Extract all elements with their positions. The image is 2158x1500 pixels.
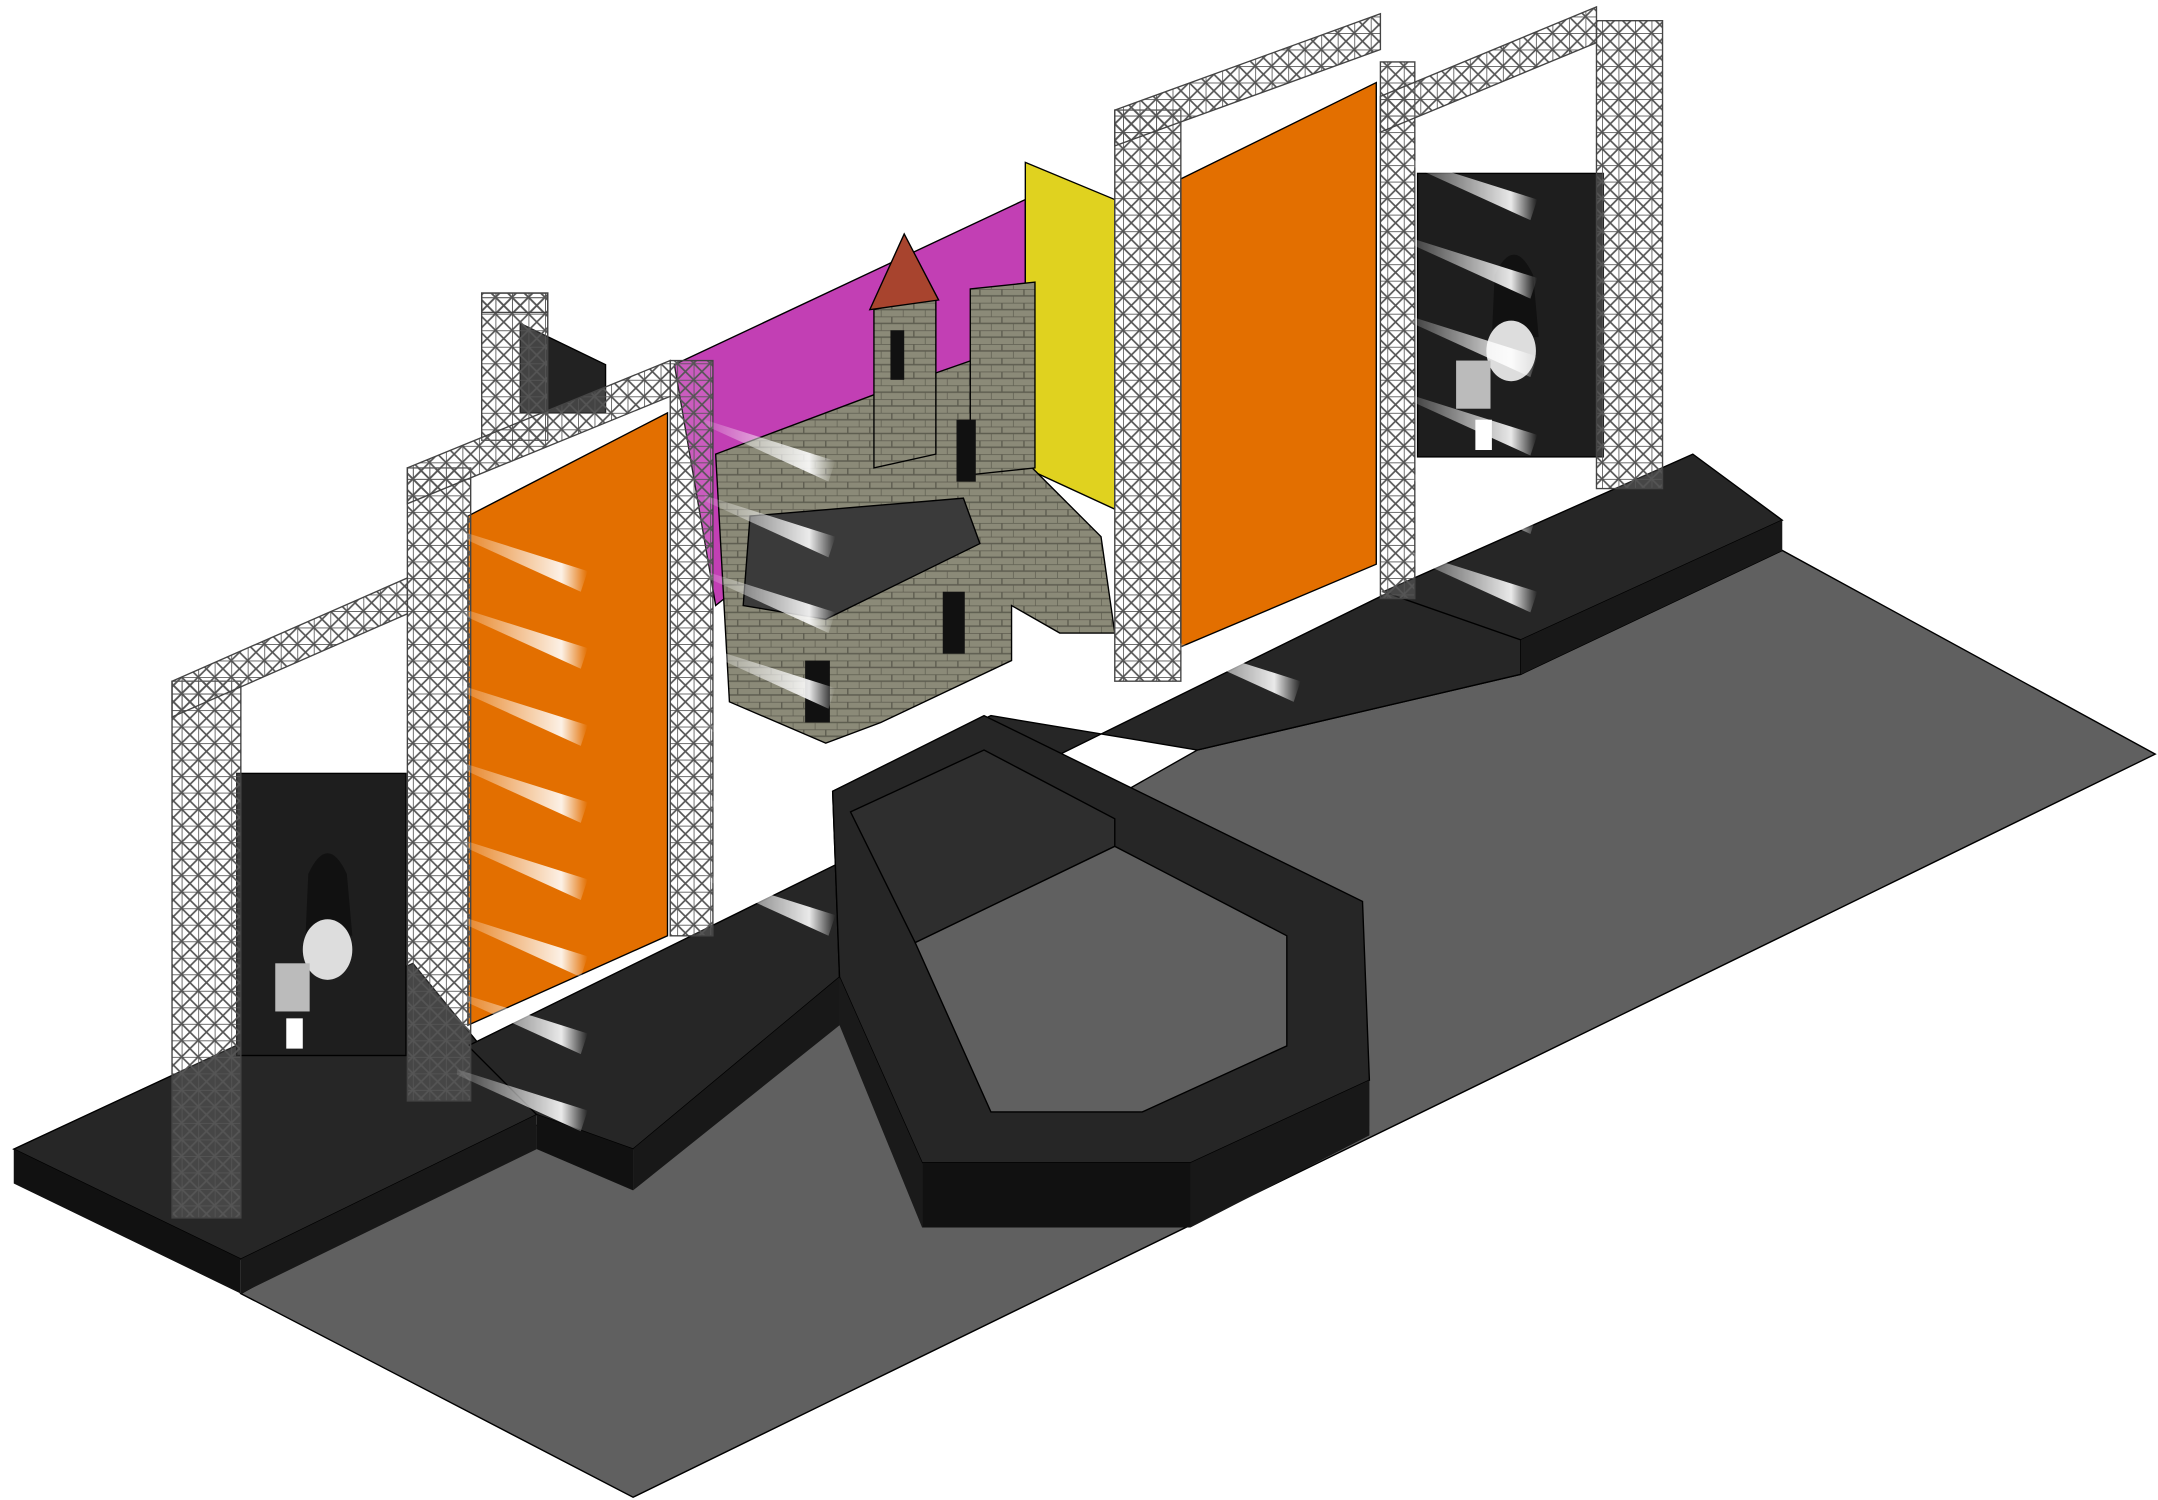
- light-beam-icon: [704, 722, 836, 785]
- light-beam-icon: [456, 1069, 588, 1132]
- light-beam-icon: [1406, 236, 1538, 299]
- light-beam-icon: [704, 419, 836, 482]
- yellow-wall: [1024, 161, 1116, 511]
- poster-left: [236, 772, 407, 1057]
- truss-tower-icon: [669, 359, 714, 937]
- light-beam-icon: [704, 873, 836, 936]
- light-beam-icon: [704, 798, 836, 861]
- orange-wall-right: [1180, 81, 1377, 648]
- light-beam-icon: [456, 838, 588, 900]
- truss-tower-icon: [1595, 19, 1664, 490]
- poster-figure-icon: [275, 853, 353, 1049]
- light-beam-icon: [1406, 550, 1538, 613]
- stage-lights: [456, 158, 1538, 1132]
- truss-structure: [171, 5, 1664, 1219]
- truss-beam-icon: [1114, 12, 1382, 147]
- roof-icon: [868, 232, 940, 311]
- light-beam-icon: [1406, 393, 1538, 456]
- light-beam-icon: [456, 606, 588, 669]
- light-beam-icon: [704, 571, 836, 634]
- light-beam-icon: [1406, 158, 1538, 221]
- light-beam-icon: [456, 992, 588, 1055]
- truss-tower-icon: [1114, 109, 1182, 682]
- light-beam-icon: [1406, 315, 1538, 378]
- light-beam-icon: [704, 495, 836, 558]
- truss-tower-icon: [1379, 61, 1416, 600]
- truss-tower-icon: [406, 467, 472, 1102]
- window: [890, 330, 905, 380]
- light-beam-icon: [456, 915, 588, 978]
- light-beam-icon: [456, 529, 588, 592]
- window: [956, 419, 976, 482]
- light-beam-icon: [1169, 639, 1301, 702]
- right-platform: [1381, 453, 1784, 675]
- light-beam-icon: [456, 761, 588, 823]
- light-beam-icon: [704, 646, 836, 709]
- light-beam-icon: [1406, 472, 1538, 534]
- truss-tower-icon: [171, 680, 242, 1219]
- truss-beam-icon: [481, 292, 549, 314]
- light-beam-icon: [456, 683, 588, 746]
- truss-beam-icon: [171, 576, 409, 719]
- octagon-runway: [831, 714, 1371, 1228]
- window: [942, 591, 965, 654]
- truss-beam-icon: [406, 359, 671, 505]
- truss-beam-icon: [1379, 5, 1598, 134]
